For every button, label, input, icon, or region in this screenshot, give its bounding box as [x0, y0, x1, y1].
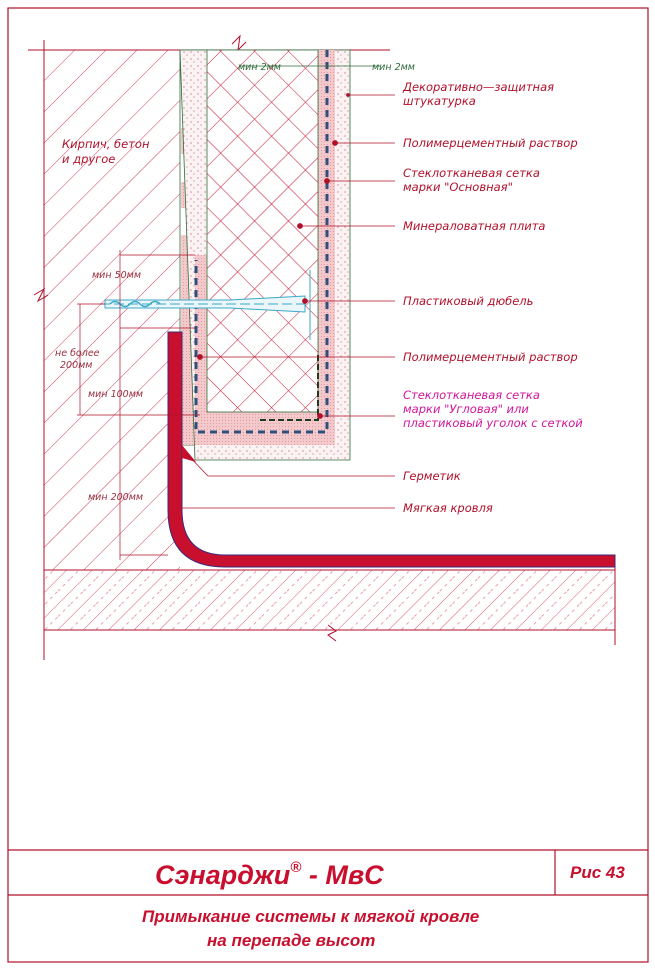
dim-min-2mm-right: мин 2мм — [372, 62, 415, 73]
caption-line-2: на перепаде высот — [207, 931, 375, 950]
label-brick: Кирпич, бетон — [62, 137, 150, 151]
sealant — [182, 445, 196, 462]
label-sealant: Герметик — [403, 469, 461, 483]
label-mesh-main: Стеклотканевая сетка — [403, 166, 540, 180]
label-mesh-corner-3: пластиковый уголок с сеткой — [403, 416, 583, 430]
label-plaster-2: штукатурка — [403, 94, 476, 108]
mesh-corner — [258, 355, 319, 421]
label-mortar-top: Полимерцементный раствор — [403, 136, 578, 150]
brick-wall — [44, 50, 180, 570]
plastic-dowel — [100, 270, 311, 340]
label-mesh-main-2: марки "Основная" — [403, 180, 513, 194]
brand-title: Сэнарджи® - МвС — [155, 859, 384, 890]
dim-min-100mm: мин 100мм — [88, 389, 143, 400]
dim-min-2mm-left: мин 2мм — [238, 62, 281, 73]
label-brick-2: и другое — [62, 152, 115, 166]
dim-min-50mm: мин 50мм — [92, 270, 141, 281]
label-roofing: Мягкая кровля — [403, 501, 493, 515]
label-mesh-corner-2: марки "Угловая" или — [403, 402, 529, 416]
label-plaster: Декоративно—защитная — [402, 80, 554, 94]
dim-max-200mm-2: 200мм — [60, 360, 92, 371]
soft-roofing — [167, 331, 616, 568]
label-mesh-corner: Стеклотканевая сетка — [403, 388, 540, 402]
sheet-frame — [7, 7, 649, 963]
label-mortar-bottom: Полимерцементный раствор — [403, 350, 578, 364]
dim-max-200mm-1: не более — [55, 348, 100, 359]
figure-number: Рис 43 — [570, 863, 625, 882]
concrete-slab — [44, 570, 615, 630]
label-mineral-wool: Минераловатная плита — [403, 219, 545, 233]
label-dowel: Пластиковый дюбель — [403, 294, 533, 308]
mesh-main — [194, 50, 329, 434]
mineral-wool-board — [207, 50, 318, 412]
caption-line-1: Примыкание системы к мягкой кровле — [142, 907, 479, 926]
dim-min-200mm: мин 200мм — [88, 492, 143, 503]
